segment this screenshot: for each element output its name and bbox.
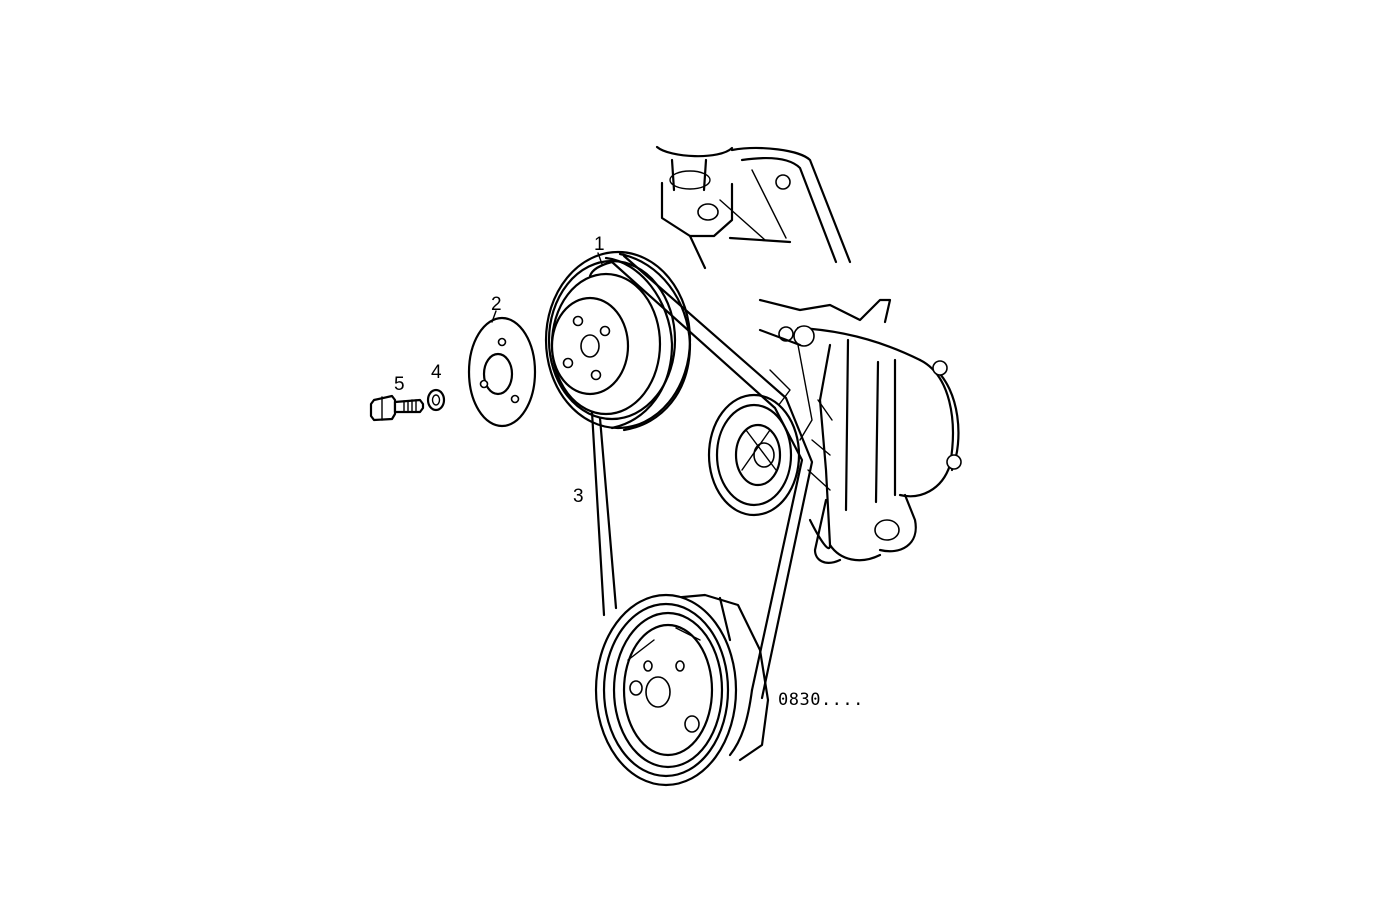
callout-4: 4 [431, 362, 442, 383]
callout-2: 2 [491, 294, 502, 315]
spacer-disc [467, 316, 537, 428]
callout-leaders [491, 252, 603, 323]
alternator [758, 298, 962, 564]
reference-code: 0830.... [778, 690, 864, 710]
v-belt [588, 254, 814, 757]
bolt [369, 394, 425, 422]
washer [426, 388, 446, 412]
alternator-pulley [707, 393, 801, 517]
fan-pulley [544, 250, 692, 432]
engine-housing [655, 145, 852, 270]
callout-3: 3 [573, 486, 584, 507]
crankshaft-pulley [594, 593, 770, 787]
callout-1: 1 [594, 234, 605, 255]
callout-5: 5 [394, 374, 405, 395]
